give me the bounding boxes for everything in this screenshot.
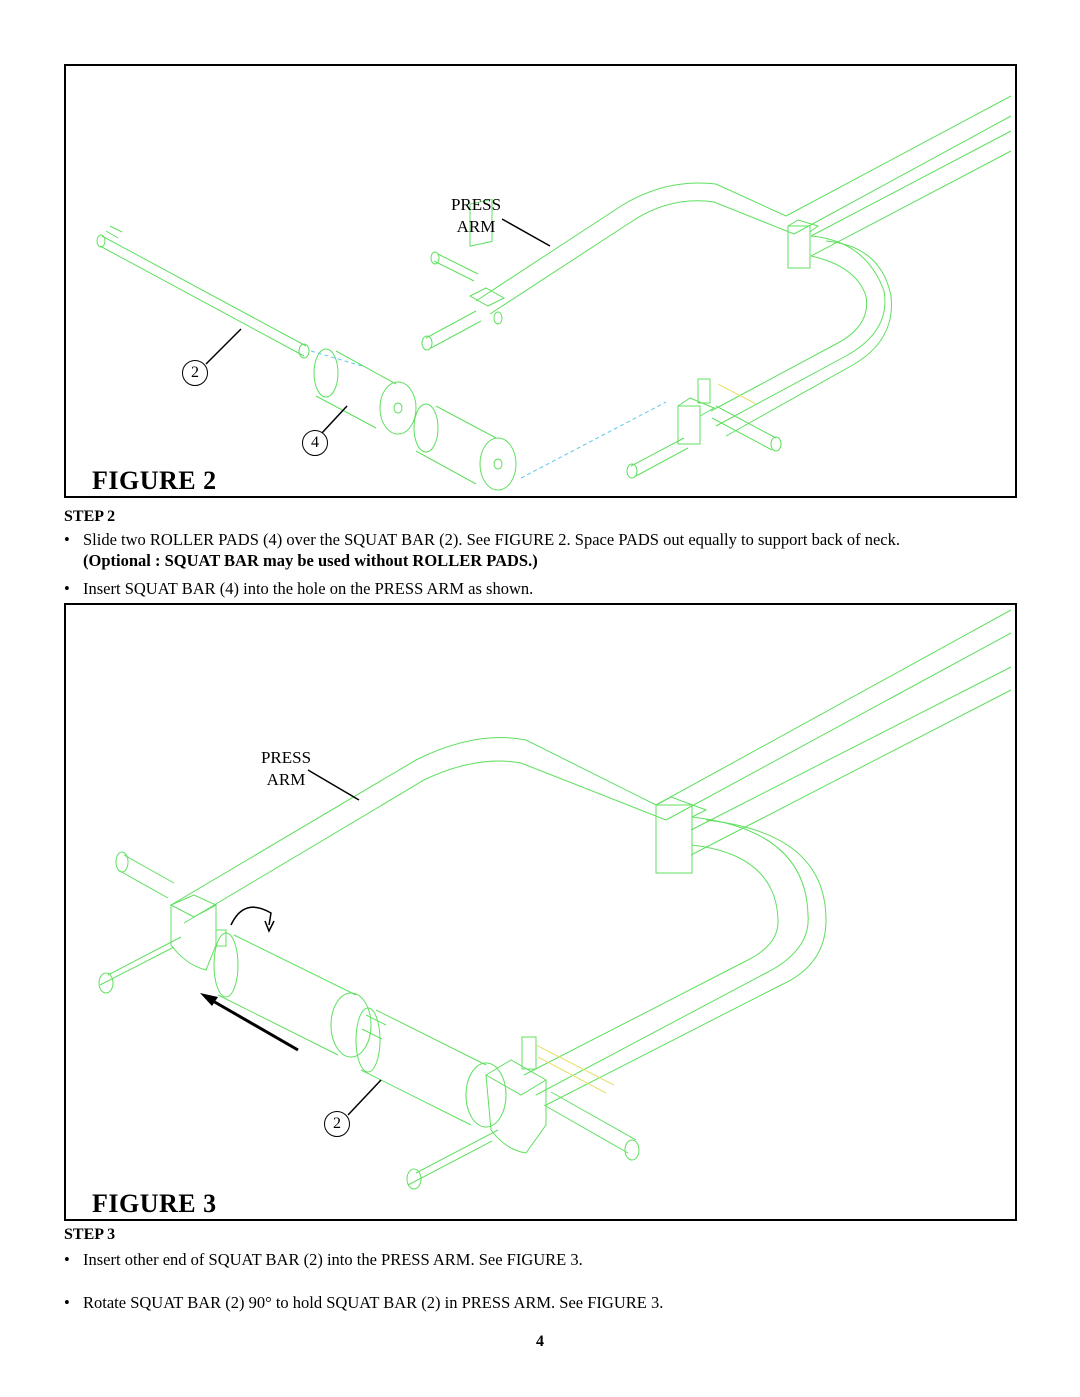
page-number: 4	[536, 1333, 544, 1350]
callout-squat-bar: 2	[182, 360, 208, 386]
press-arm-label-line2: ARM	[266, 770, 306, 789]
press-arm-label-line1: PRESS	[260, 748, 312, 767]
figure-2-title: FIGURE 2	[92, 466, 217, 495]
step-2-bullet-2-text: Insert SQUAT BAR (4) into the hole on th…	[83, 579, 534, 598]
step-3-bullet-1-text: Insert other end of SQUAT BAR (2) into t…	[83, 1250, 583, 1269]
step-2-note: (Optional : SQUAT BAR may be used withou…	[83, 551, 538, 570]
figure-3-title: FIGURE 3	[92, 1189, 217, 1218]
step-2-heading: STEP 2	[64, 508, 116, 525]
step-2-bullet-2: • Insert SQUAT BAR (4) into the hole on t…	[64, 579, 533, 599]
figure-3-drawing	[98, 609, 1012, 1190]
press-arm-label: PRESS ARM	[448, 194, 504, 238]
bullet-dot: •	[64, 1250, 70, 1269]
figure-2-panel: PRESS ARM 2 4 FIGURE 2	[64, 64, 1017, 498]
callout-squat-bar: 2	[324, 1111, 350, 1137]
step-3-bullet-2-text: Rotate SQUAT BAR (2) 90° to hold SQUAT B…	[83, 1293, 664, 1312]
bullet-dot: •	[64, 1293, 70, 1312]
step-3-heading: STEP 3	[64, 1226, 116, 1243]
press-arm-label-line1: PRESS	[450, 195, 502, 214]
callout-roller-pad: 4	[302, 430, 328, 456]
press-arm-label-line2: ARM	[456, 217, 496, 236]
bullet-dot: •	[64, 579, 70, 598]
figure-2-drawing	[96, 95, 1012, 491]
press-arm-label: PRESS ARM	[258, 747, 314, 791]
step-2-bullet-1-text: Slide two ROLLER PADS (4) over the SQUAT…	[83, 530, 901, 549]
step-2-bullet-1: • Slide two ROLLER PADS (4) over the SQUA…	[64, 530, 900, 550]
bullet-dot: •	[64, 530, 70, 549]
figure-3-panel: PRESS ARM 2 FIGURE 3	[64, 603, 1017, 1221]
step-3-bullet-2: • Rotate SQUAT BAR (2) 90° to hold SQUAT …	[64, 1293, 663, 1313]
step-3-bullet-1: • Insert other end of SQUAT BAR (2) into …	[64, 1250, 583, 1270]
